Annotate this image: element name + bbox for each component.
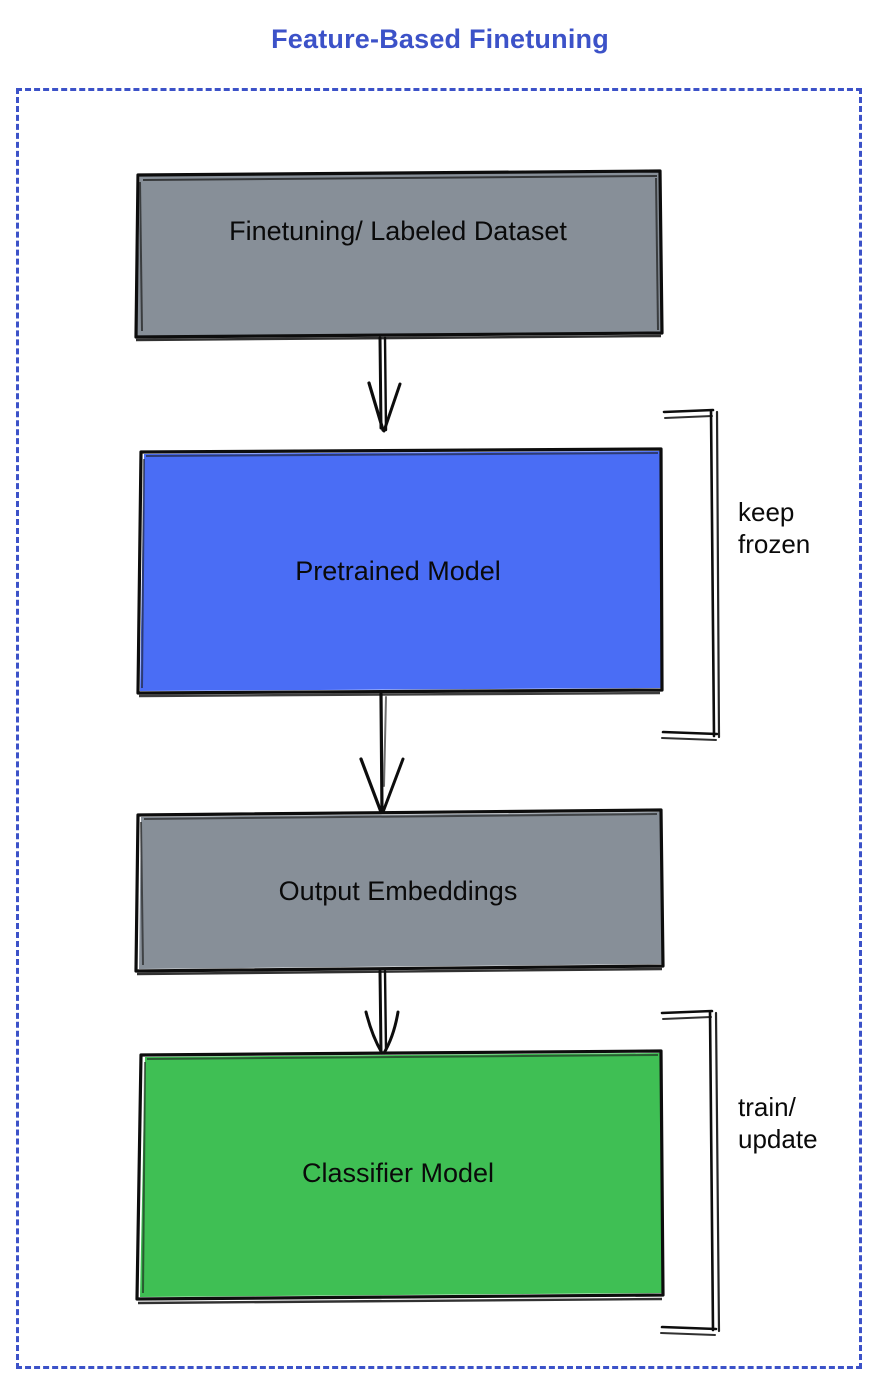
- diagram-title: Feature-Based Finetuning: [271, 24, 609, 54]
- outer-dashed-container: [16, 88, 862, 1369]
- node-classifier-model-hit[interactable]: [136, 1052, 660, 1297]
- node-finetuning-dataset-hit[interactable]: [136, 172, 660, 335]
- node-label-pretrained-model: Pretrained Model: [295, 556, 501, 586]
- node-pretrained-model-hit[interactable]: [136, 450, 660, 692]
- annotation-keep-frozen: keep frozen: [738, 497, 811, 559]
- node-output-embeddings-hit[interactable]: [136, 812, 660, 970]
- node-label-classifier-model: Classifier Model: [301, 1158, 495, 1188]
- annotation-train-update: train/ update: [738, 1092, 818, 1154]
- node-label-finetuning-dataset: Finetuning/ Labeled Dataset: [229, 216, 567, 246]
- node-label-output-embeddings: Output Embeddings: [278, 876, 518, 906]
